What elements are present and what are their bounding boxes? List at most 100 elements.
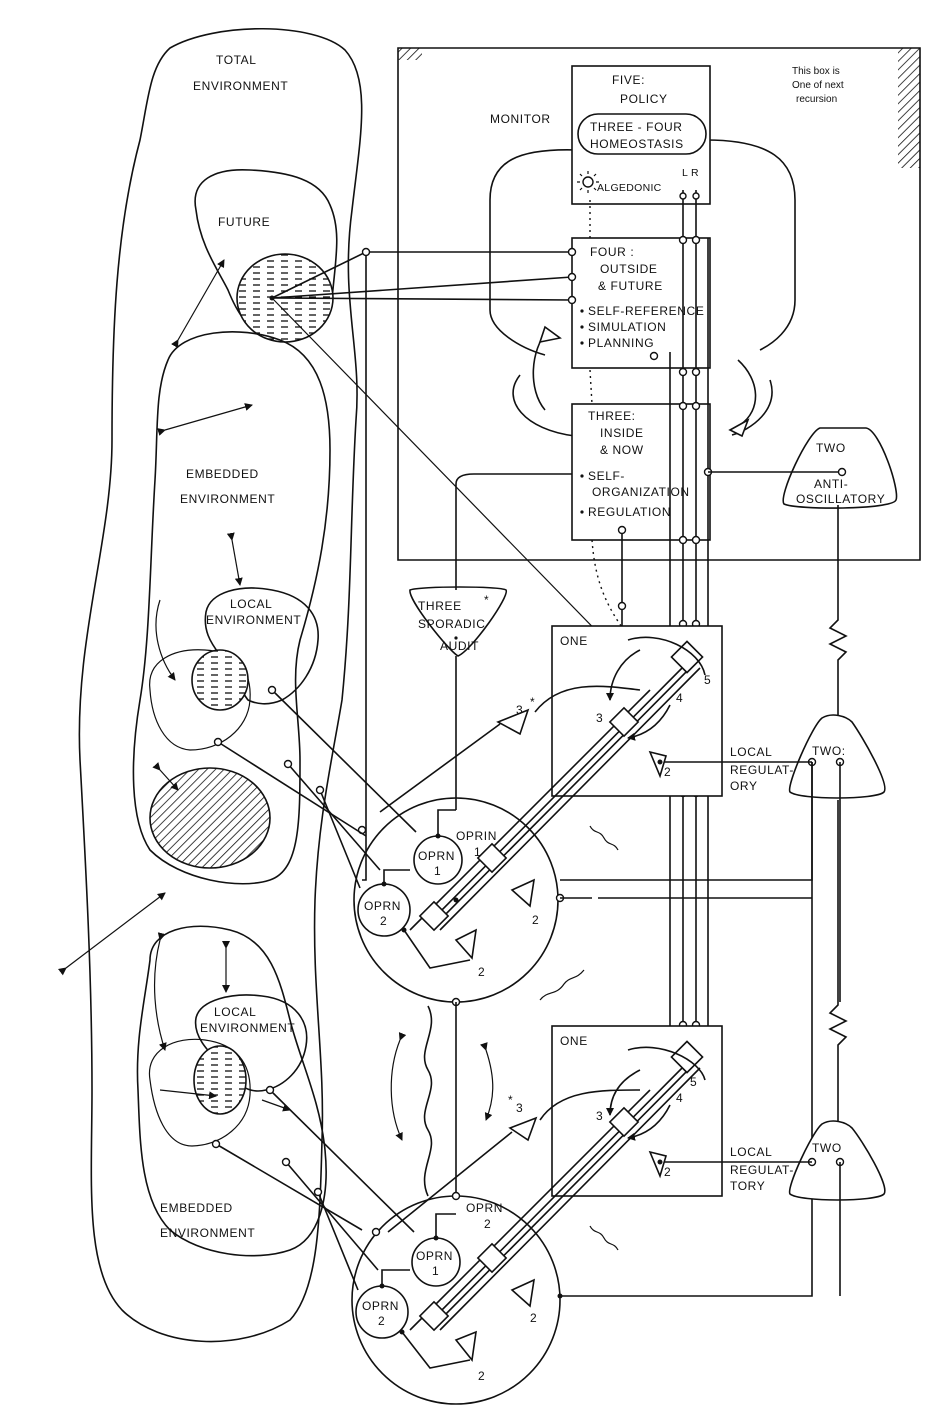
three-star-title: THREE xyxy=(418,599,462,613)
self-label: SELF- xyxy=(588,469,625,483)
algedonic-dotted-channel xyxy=(589,200,641,651)
lower-num-3: 3 xyxy=(596,1109,603,1123)
lower-operation-one-box: ONE xyxy=(551,1025,723,1197)
local-environment-lower-label-2: ENVIRONMENT xyxy=(200,1021,295,1035)
lower-oprn2-num: 2 xyxy=(378,1314,385,1328)
system-three-now: & NOW xyxy=(600,443,644,457)
upper-num-2b: 2 xyxy=(478,965,485,979)
embedded-environment-lower: EMBEDDED ENVIRONMENT xyxy=(136,925,327,1257)
lower-oprn1-num: 1 xyxy=(432,1264,439,1278)
lower-one-label: ONE xyxy=(560,1034,588,1048)
lower-regulat-label: REGULAT- xyxy=(730,1163,794,1177)
system-two-anti-oscillatory: TWO ANTI- OSCILLATORY xyxy=(708,427,898,509)
monitor-label: MONITOR xyxy=(490,112,551,126)
two-top-title: TWO xyxy=(816,441,846,455)
upper-operation-circle: OPRIN 1 OPRN 1 OPRN 2 2 2 xyxy=(353,797,812,1003)
lower-env-links xyxy=(211,1085,415,1291)
three-star-mark: * xyxy=(484,593,489,607)
regulation-label: REGULATION xyxy=(588,505,671,519)
upper-ory-label: ORY xyxy=(730,779,758,793)
local-upper-dashed-zone xyxy=(191,649,249,711)
upper-two-triangle-c xyxy=(510,878,536,908)
lower-num-5: 5 xyxy=(690,1075,697,1089)
upper-hatched-zone xyxy=(149,767,271,869)
future-label: FUTURE xyxy=(218,215,270,229)
total-environment: TOTAL ENVIRONMENT xyxy=(78,27,363,1343)
embedded-environment-upper: EMBEDDED ENVIRONMENT xyxy=(132,331,331,885)
system-four-outside: OUTSIDE xyxy=(600,262,658,276)
recursion-note-2: One of next xyxy=(792,80,844,91)
local-environment-upper-label-2: ENVIRONMENT xyxy=(206,613,301,627)
upper-three-star-triangle xyxy=(496,708,530,736)
upper-num-5: 5 xyxy=(704,673,711,687)
two-low-label: TWO xyxy=(812,1141,842,1155)
lower-num-3star: 3 xyxy=(516,1101,523,1115)
upper-num-3star: 3 xyxy=(516,703,523,717)
system-three-star-audit: THREE * SPORADIC AUDIT xyxy=(409,473,572,810)
upper-num-2a: 2 xyxy=(664,765,671,779)
recursion-note-3: recursion xyxy=(796,94,837,105)
upper-star: * xyxy=(530,695,535,709)
lower-oprn2-label: OPRN xyxy=(362,1299,399,1313)
upper-one-label: ONE xyxy=(560,634,588,648)
upper-num-4: 4 xyxy=(676,691,683,705)
total-environment-label-2: ENVIRONMENT xyxy=(193,79,288,93)
system-four-title: FOUR : xyxy=(590,245,634,259)
lower-local-regulatory: LOCAL REGULAT- TORY TWO xyxy=(660,1120,886,1201)
lower-operation-tube: 3 4 5 2 3 * xyxy=(387,1040,706,1332)
self-reference-label: SELF-REFERENCE xyxy=(588,304,704,318)
lower-num-2a: 2 xyxy=(664,1165,671,1179)
system-five-title: FIVE: xyxy=(612,73,645,87)
curved-arrow-right-head xyxy=(728,418,750,438)
organization-label: ORGANIZATION xyxy=(592,485,690,499)
inter-operation-links xyxy=(390,969,585,1197)
lower-oprn1-label: OPRN xyxy=(416,1249,453,1263)
oscillatory-label: OSCILLATORY xyxy=(796,492,885,506)
upper-two-triangle-b xyxy=(454,928,478,960)
recursion-note-1: This box is xyxy=(792,66,840,77)
oprin-upper-num: 1 xyxy=(474,845,481,859)
upper-oprn1-num: 1 xyxy=(434,864,441,878)
upper-num-2c: 2 xyxy=(532,913,539,927)
environment-arrows xyxy=(58,259,291,1112)
system-five-box: FIVE: POLICY THREE - FOUR HOMEOSTASIS AL… xyxy=(571,65,711,205)
upper-wavy-coupling xyxy=(589,825,619,851)
lower-wavy-coupling xyxy=(589,1225,619,1251)
two-coupling-upper xyxy=(828,505,848,715)
embedded-environment-lower-label-1: EMBEDDED xyxy=(160,1201,233,1215)
sporadic-label: SPORADIC xyxy=(418,617,485,631)
system-five-subtitle: POLICY xyxy=(620,92,668,106)
embedded-environment-lower-label-2: ENVIRONMENT xyxy=(160,1226,255,1240)
future-connections xyxy=(269,247,655,881)
lower-two-triangle-c xyxy=(510,1278,536,1308)
curved-arrow-left-body xyxy=(512,374,581,437)
system-four-box: FOUR : OUTSIDE & FUTURE SELF-REFERENCE S… xyxy=(571,237,711,369)
system-three-title: THREE: xyxy=(588,409,636,423)
lower-num-4: 4 xyxy=(676,1091,683,1105)
upper-local-regulatory: LOCAL REGULAT- ORY TWO: xyxy=(560,714,886,1290)
curved-arrow-right-inner xyxy=(737,359,757,426)
lower-three-star-triangle xyxy=(508,1116,538,1142)
upper-two-triangle-a xyxy=(648,750,668,779)
embedded-environment-upper-label-2: ENVIRONMENT xyxy=(180,492,275,506)
two-mid-label: TWO: xyxy=(812,744,846,758)
lr-label: L R xyxy=(682,167,699,179)
system-four-future: & FUTURE xyxy=(598,279,663,293)
local-environment-lower-label-1: LOCAL xyxy=(214,1005,256,1019)
upper-env-links xyxy=(213,685,417,889)
local-environment-lower-outer xyxy=(148,1038,251,1147)
lower-num-2b: 2 xyxy=(478,1369,485,1383)
oprn-lower-label: OPRN xyxy=(466,1201,503,1215)
lower-two-triangle-b xyxy=(454,1330,477,1362)
oprin-upper-label: OPRIN xyxy=(456,829,497,843)
two-coupling-lower xyxy=(828,800,848,1125)
lower-num-2c: 2 xyxy=(530,1311,537,1325)
local-lower-dashed-zone xyxy=(193,1045,247,1115)
lower-operation-circle: OPRN 2 OPRN 1 OPRN 2 2 2 xyxy=(351,1162,841,1405)
upper-oprn2-label: OPRN xyxy=(364,899,401,913)
audit-label: AUDIT xyxy=(440,639,479,653)
upper-num-3: 3 xyxy=(596,711,603,725)
three-four-label: THREE - FOUR xyxy=(590,120,683,134)
simulation-label: SIMULATION xyxy=(588,320,666,334)
